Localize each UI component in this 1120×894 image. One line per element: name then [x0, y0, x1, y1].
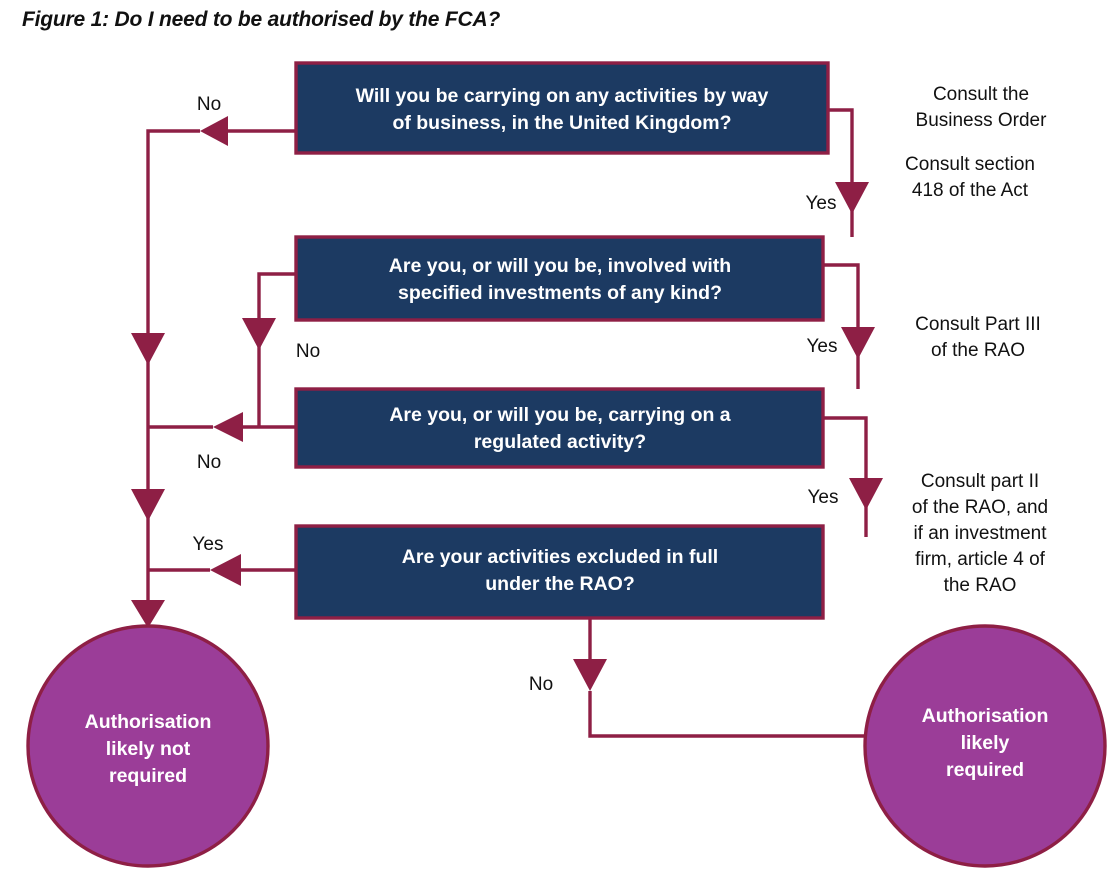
terminal-circle-not-required-shape[interactable]: [26, 624, 270, 868]
edge-q1-no-spine: [146, 129, 200, 625]
edge-label-q4-yes: Yes: [193, 534, 224, 555]
terminal-right-line1: Authorisation: [922, 705, 1049, 727]
terminal-right-line3: required: [946, 759, 1024, 781]
decision-box-q4-line2: under the RAO?: [485, 573, 635, 595]
edge-q3-yes-arrowhead: [849, 478, 883, 510]
decision-box-q2[interactable]: Are you, or will you be, involved with s…: [294, 235, 825, 322]
left-spine-arrowhead-3: [131, 600, 165, 628]
terminal-left-line3: required: [109, 765, 187, 787]
edge-label-q4-no: No: [529, 674, 553, 695]
edge-label-q1-yes: Yes: [806, 193, 837, 214]
edge-label-q1-no: No: [197, 94, 221, 115]
terminal-left-line2: likely not: [106, 738, 191, 760]
decision-box-q3-line1: Are you, or will you be, carrying on a: [389, 404, 730, 426]
figure-title: Figure 1: Do I need to be authorised by …: [22, 8, 501, 31]
side-note-4-line1: Consult part II: [921, 471, 1039, 492]
edge-label-q3-no: No: [197, 452, 221, 473]
side-note-1-line2: Business Order: [916, 110, 1048, 131]
terminal-circle-required-shape[interactable]: [863, 624, 1107, 868]
edge-q4-no-tail: [588, 691, 866, 738]
decision-box-q1[interactable]: Will you be carrying on any activities b…: [294, 61, 830, 155]
edge-q1-no: [146, 116, 295, 625]
edge-q4-no-arrowhead: [573, 659, 607, 691]
edge-q1-yes-line: [828, 108, 854, 237]
decision-box-q1-line2: of business, in the United Kingdom?: [392, 112, 731, 134]
side-note-part-ii: Consult part II of the RAO, and if an in…: [912, 471, 1048, 596]
decision-box-q2-rect[interactable]: [294, 235, 825, 322]
edge-q4-yes-arrowhead: [210, 554, 241, 586]
side-note-business-order: Consult the Business Order: [916, 84, 1048, 131]
edge-q3-no: [148, 412, 295, 442]
edge-label-q2-no: No: [296, 341, 320, 362]
side-note-1-line1: Consult the: [933, 84, 1029, 105]
decision-box-q4-rect[interactable]: [294, 524, 825, 620]
edge-q1-no-arrowhead: [200, 116, 228, 146]
terminal-circle-required[interactable]: Authorisation likely required: [863, 624, 1107, 868]
side-note-4-line2: of the RAO, and: [912, 497, 1048, 518]
side-note-3-line1: Consult Part III: [915, 314, 1041, 335]
edge-q1-yes-arrowhead: [835, 182, 869, 214]
edge-q3-yes-line: [823, 416, 868, 537]
edge-q3-no-arrowhead: [213, 412, 243, 442]
edge-q4-no: [573, 618, 866, 738]
edge-q2-no-line: [257, 272, 295, 423]
edge-label-q2-yes: Yes: [807, 336, 838, 357]
side-note-2-line1: Consult section: [905, 154, 1035, 175]
edge-q2-yes-arrowhead: [841, 327, 875, 359]
side-note-3-line2: of the RAO: [931, 340, 1025, 361]
side-note-4-line5: the RAO: [944, 575, 1017, 596]
edge-q2-no: [242, 272, 295, 427]
decision-box-q1-line1: Will you be carrying on any activities b…: [356, 85, 769, 107]
terminal-left-line1: Authorisation: [85, 711, 212, 733]
decision-box-q3[interactable]: Are you, or will you be, carrying on a r…: [294, 387, 825, 469]
edge-q2-no-arrowhead: [242, 318, 276, 350]
decision-box-q4[interactable]: Are your activities excluded in full und…: [294, 524, 825, 620]
decision-box-q3-rect[interactable]: [294, 387, 825, 469]
decision-box-q4-line1: Are your activities excluded in full: [402, 546, 718, 568]
left-spine-arrowheads: [131, 333, 165, 628]
terminal-circle-not-required[interactable]: Authorisation likely not required: [26, 624, 270, 868]
side-note-2-line2: 418 of the Act: [912, 180, 1029, 201]
edge-q3-yes: [823, 416, 883, 537]
side-note-section-418: Consult section 418 of the Act: [905, 154, 1035, 201]
side-note-part-iii: Consult Part III of the RAO: [915, 314, 1041, 361]
decision-box-q1-rect[interactable]: [294, 61, 830, 155]
terminal-right-line2: likely: [961, 732, 1010, 754]
decision-box-q2-line2: specified investments of any kind?: [398, 282, 722, 304]
left-spine-arrowhead-2: [131, 489, 165, 521]
side-note-4-line4: firm, article 4 of: [915, 549, 1046, 570]
left-spine-arrowhead-1: [131, 333, 165, 365]
edge-q4-yes: [148, 554, 295, 586]
side-note-4-line3: if an investment: [913, 523, 1047, 544]
decision-box-q3-line2: regulated activity?: [474, 431, 646, 453]
edge-label-q3-yes: Yes: [808, 487, 839, 508]
decision-box-q2-line1: Are you, or will you be, involved with: [389, 255, 731, 277]
edge-q1-yes: [828, 108, 869, 237]
edge-q2-yes: [823, 263, 875, 389]
